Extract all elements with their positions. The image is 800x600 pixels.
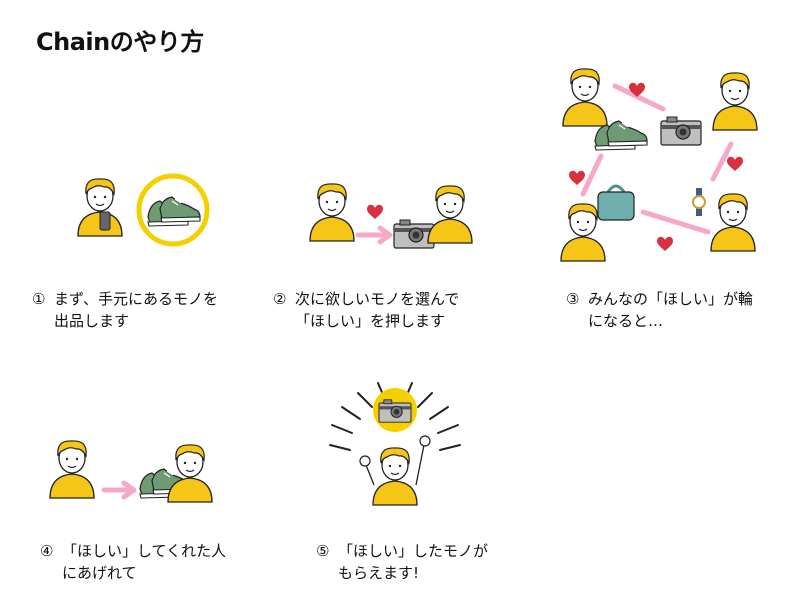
step-2-illustration [300,175,480,260]
person-icon [372,447,418,506]
arrow-icon [710,141,734,182]
step-text-line2: もらえます! [338,564,420,582]
person-icon [710,193,756,252]
person-icon [562,68,608,127]
arrow-icon [355,225,393,245]
step-number: ① [32,290,46,308]
arrow-icon [640,209,711,235]
step-number: ⑤ [316,542,330,560]
heart-icon [727,156,743,171]
smartphone-icon [99,211,111,231]
step-number: ② [273,290,287,308]
step-text-line1: 次に欲しいモノを選んで [295,290,460,308]
person-icon [712,72,758,131]
fist-left [359,455,371,467]
page-title: Chainのやり方 [36,28,204,56]
heart-icon [657,236,673,251]
step-text-line1: みんなの「ほしい」が輪 [588,290,754,308]
step-text-line1: 「ほしい」してくれた人 [62,542,227,560]
raised-arm-right [415,444,425,486]
heart-icon [569,170,585,185]
camera-icon [393,219,435,249]
arrow-icon [612,83,666,112]
fist-right [419,435,431,447]
step-text-line2: 出品します [54,312,130,330]
step-text-line1: まず、手元にあるモノを [54,290,218,308]
person-icon [309,183,355,242]
person-icon [167,444,213,503]
raised-arm-left [365,464,375,486]
step-1-illustration [68,170,218,260]
heart-icon [367,204,383,219]
step-number: ④ [40,542,54,560]
person-icon [427,185,473,244]
step-5-illustration [320,375,470,510]
arrow-icon [101,480,137,500]
step-number: ③ [566,290,580,308]
handbag-icon [597,184,635,221]
camera-icon [660,116,702,146]
arrow-icon [580,153,604,197]
step-text-line2: 「ほしい」を押します [295,312,446,330]
step-text-line2: になると… [588,312,664,330]
step-text-line2: にあげれて [62,564,137,582]
step-text-line1: 「ほしい」したモノが [338,542,489,560]
step-4-illustration [40,432,215,512]
watch-icon [692,188,706,216]
step-3-illustration [553,64,768,264]
person-icon [49,440,95,499]
camera-icon [378,399,412,423]
